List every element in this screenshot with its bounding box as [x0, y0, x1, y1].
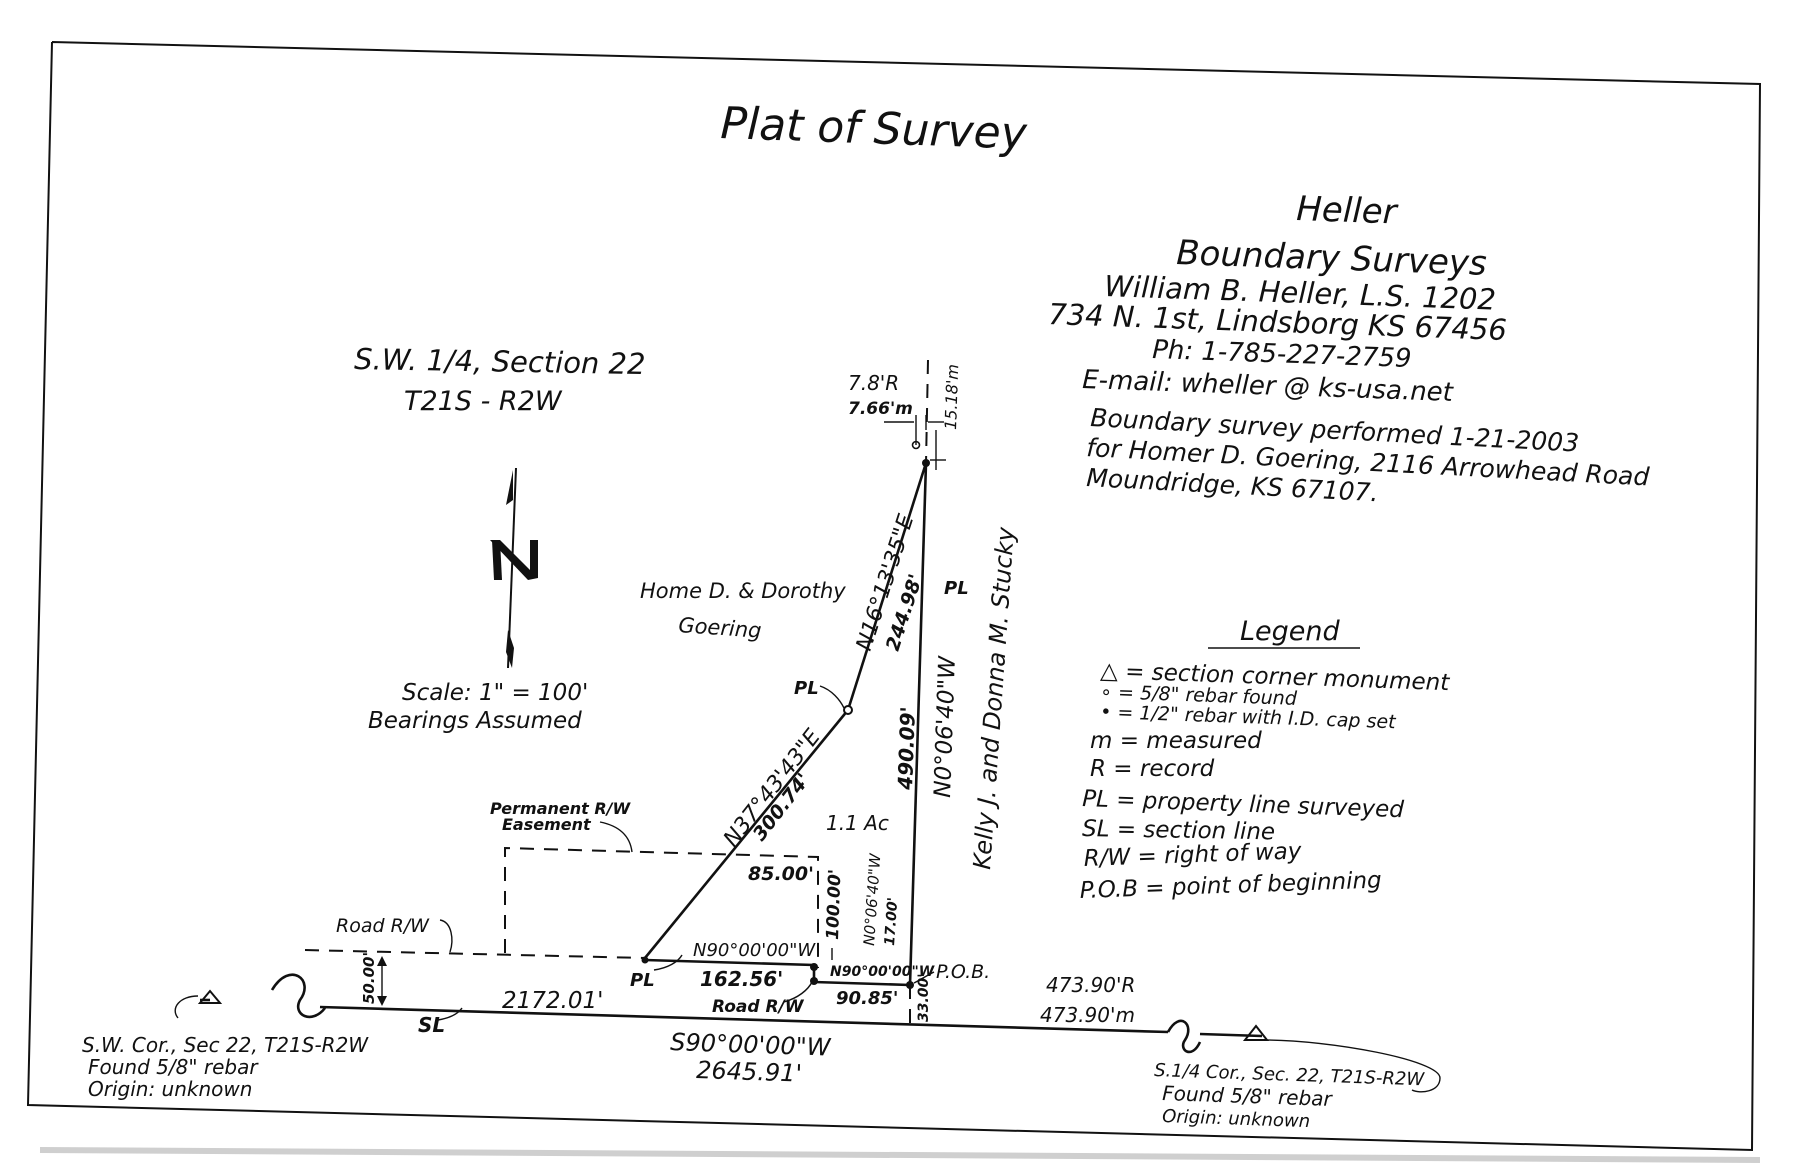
rebar-set-icon — [641, 956, 649, 964]
sw-corner-line1: S.W. Cor., Sec 22, T21S-R2W — [82, 1033, 369, 1057]
legend-title: Legend — [1240, 616, 1341, 647]
west-owner-line1: Home D. & Dorothy — [640, 579, 846, 603]
legend-item: SL = section line — [1082, 816, 1275, 845]
pl-marker: PL — [794, 678, 819, 699]
survey-note: Boundary survey performed 1-21-2003 for … — [1086, 403, 1650, 507]
road-half-width: 33.00' — [916, 973, 932, 1022]
jog-bearing: N90°00'00"W — [830, 964, 935, 980]
scale-note: Scale: 1" = 100' Bearings Assumed — [368, 680, 588, 734]
easement-height: 100.00' — [823, 869, 845, 940]
permanent-rw-label: Permanent R/W — [490, 799, 632, 818]
plat-title: Plat of Survey — [720, 98, 1029, 160]
east-record: 473.90'R — [1046, 973, 1135, 997]
jog-north-bearing: N0°06'40"W — [860, 852, 884, 946]
east-measured: 473.90'm — [1040, 1003, 1135, 1027]
top-record-dim: 7.8'R — [848, 371, 899, 395]
easement-label: Easement — [502, 815, 592, 834]
road-rw-bottom-label: Road R/W — [712, 997, 805, 1017]
pl-marker: PL — [630, 970, 655, 991]
s-quarter-line2: Found 5/8" rebar — [1162, 1081, 1334, 1111]
legend-item: m = measured — [1090, 728, 1262, 754]
section-total: 2645.91' — [696, 1056, 803, 1088]
pl-marker: PL — [944, 578, 969, 599]
road-rw-line — [304, 949, 646, 959]
scale-line1: Scale: 1" = 100' — [402, 680, 588, 706]
east-owner: Kelly J. and Donna M. Stucky — [968, 526, 1020, 871]
jog-distance: 90.85' — [836, 988, 898, 1009]
west-owner-line2: Goering — [678, 613, 763, 643]
section-location: S.W. 1/4, Section 22 T21S - R2W — [354, 342, 646, 417]
sw-corner-monument-icon — [197, 989, 223, 1004]
s-quarter-line3: Origin: unknown — [1162, 1106, 1311, 1132]
top-measured-dim: 7.66'm — [848, 399, 913, 419]
north-arrow-icon — [490, 467, 538, 669]
road-width: 50.00' — [360, 952, 378, 1004]
sw-corner-note: S.W. Cor., Sec 22, T21S-R2W Found 5/8" r… — [82, 995, 369, 1101]
legend-item: R/W = right of way — [1083, 838, 1302, 872]
scale-line2: Bearings Assumed — [368, 708, 582, 734]
south-bearing: N90°00'00"W — [693, 940, 816, 961]
section-line — [197, 973, 1270, 1054]
company-name-line1: Heller — [1296, 189, 1400, 233]
jog-north-distance: 17.00' — [882, 897, 901, 947]
east-bearing: N0°06'40"W — [930, 655, 961, 799]
sw-corner-line2: Found 5/8" rebar — [88, 1055, 259, 1079]
legend-item: R = record — [1090, 756, 1215, 782]
legend-item: P.O.B = point of beginning — [1079, 867, 1382, 904]
section-location-line1: S.W. 1/4, Section 22 — [354, 342, 646, 381]
road-width-dims: 50.00' 33.00' — [360, 952, 932, 1024]
s-quarter-corner-monument-icon — [1242, 1024, 1270, 1041]
parcel-area: 1.1 Ac — [826, 811, 889, 835]
pob-label: P.O.B. — [936, 961, 990, 983]
legend: Legend △ = section corner monument ∘ = 5… — [1079, 616, 1450, 904]
company-header: Heller Boundary Surveys William B. Helle… — [1048, 189, 1508, 408]
sheet-border — [26, 41, 1762, 1152]
sl-marker: SL — [418, 1013, 445, 1037]
easement-boundary — [504, 846, 819, 968]
section-bearing: S90°00'00"W — [670, 1028, 832, 1062]
east-distance: 490.09' — [893, 706, 920, 791]
section-west-distance: 2172.01' — [502, 988, 603, 1014]
top-ties: 7.8'R 7.66'm 15.18'm — [848, 359, 962, 470]
section-location-line2: T21S - R2W — [404, 386, 563, 417]
top-north-dim: 15.18'm — [941, 364, 962, 430]
s-quarter-corner-note: S.1/4 Cor., Sec. 22, T21S-R2W Found 5/8"… — [1154, 1039, 1441, 1132]
rebar-set-icon — [810, 963, 818, 971]
south-distance: 162.56' — [700, 967, 783, 991]
sheet-shadow — [39, 1147, 1761, 1163]
sw-corner-line3: Origin: unknown — [88, 1077, 252, 1101]
road-rw-left-label: Road R/W — [336, 915, 430, 937]
easement-width: 85.00' — [748, 863, 814, 885]
rebar-found-icon — [843, 705, 853, 715]
